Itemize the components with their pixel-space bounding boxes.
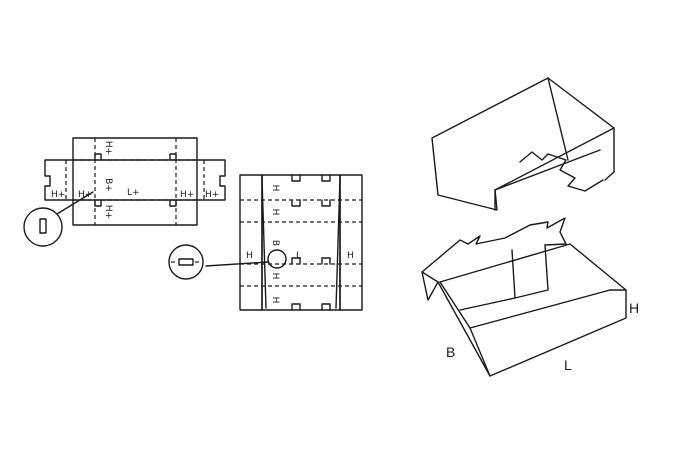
blank2-detail-magnifier: [168, 244, 204, 280]
blank-2: H H B H L H H H: [168, 174, 363, 311]
box-lid: [431, 77, 615, 211]
blank1-label-h-left-b: H+: [78, 190, 92, 200]
blank-1: H+ B+ H+ H+ H+ L+ H+ H+: [23, 137, 226, 247]
blank1-label-b: B+: [103, 178, 113, 192]
blank1-label-h-right-b: H+: [205, 190, 219, 200]
blank2-label-h2: H: [270, 209, 280, 216]
blank2-detail-circle: [267, 249, 287, 269]
blank1-label-l: L+: [127, 188, 140, 198]
box-label-b: B: [446, 344, 455, 360]
blank2-label-h-left: H: [246, 251, 253, 261]
box-label-l: L: [564, 357, 572, 373]
blank2-label-l: L: [296, 251, 301, 261]
blank1-label-h-left-a: H+: [51, 190, 65, 200]
blank2-label-h3: H: [270, 273, 280, 280]
blank1-label-h-right-a: H+: [180, 190, 194, 200]
blank2-label-b: B: [270, 240, 280, 246]
blank2-label-h4: H: [270, 297, 280, 304]
blank1-label-h-top: H+: [103, 141, 113, 155]
blank1-label-h-bottom: H+: [103, 205, 113, 219]
blank1-detail-magnifier: [23, 207, 63, 247]
box-base: B L H: [421, 217, 639, 377]
blank2-label-h-right: H: [347, 251, 354, 261]
blank2-label-h1: H: [270, 185, 280, 192]
box-label-h: H: [629, 300, 639, 316]
